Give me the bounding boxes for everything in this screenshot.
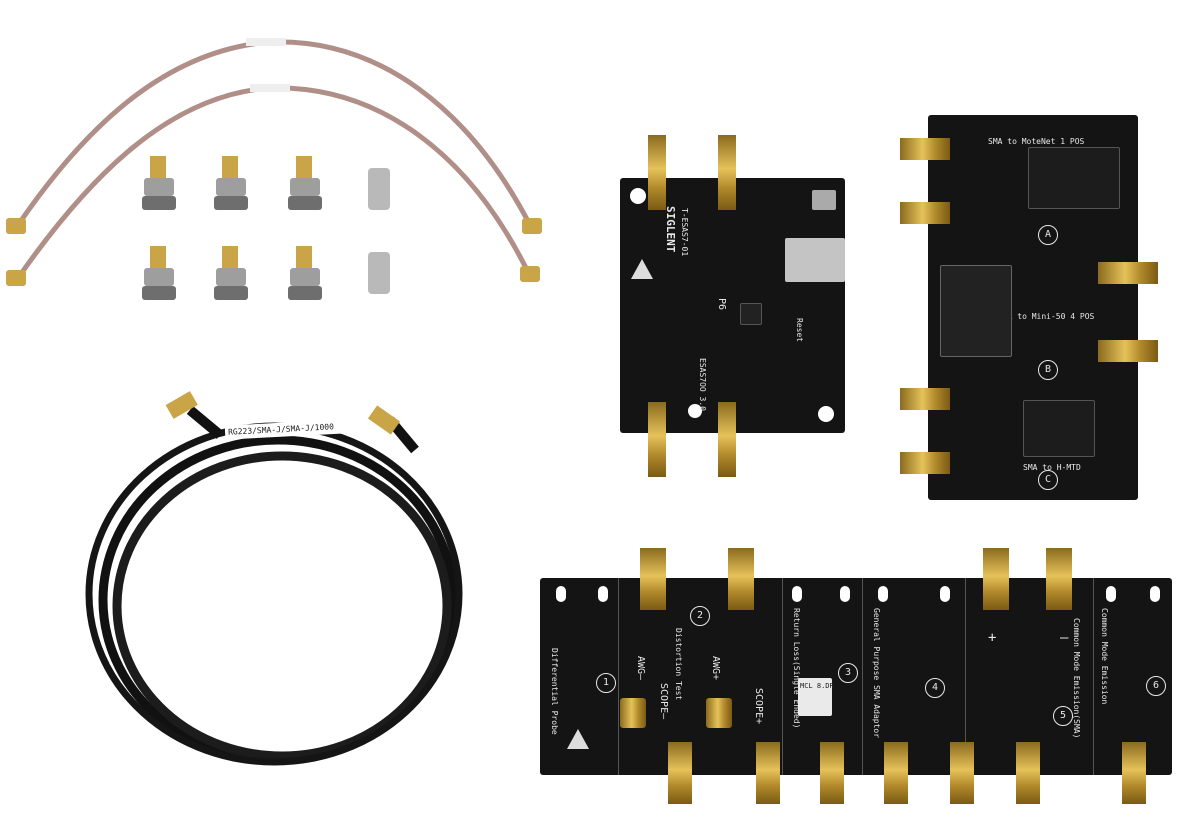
sma-bottom-3 — [820, 742, 844, 804]
sma-awg-minus — [620, 698, 646, 728]
plus-marker: + — [988, 630, 997, 646]
bnc-adapters-icon — [142, 156, 390, 300]
scope-plus-label: SCOPE+ — [753, 688, 764, 725]
label-mini50: SMA to Mini-50 4 POS — [998, 312, 1095, 321]
brand-label: SIGLENT — [664, 206, 677, 253]
sma-connector-top-2 — [718, 135, 736, 210]
reset-label: Reset — [795, 318, 804, 343]
sma-a-1 — [900, 138, 950, 160]
sma-bottom-5 — [950, 742, 974, 804]
label-motenet: SMA to MoteNet 1 POS — [988, 137, 1085, 146]
part-label: MCL 8.DR — [800, 682, 834, 690]
sma-connector-top-1 — [648, 135, 666, 210]
transformer-chip — [798, 678, 832, 716]
sma-awg-plus — [706, 698, 732, 728]
sma-bottom-top-2 — [728, 548, 754, 610]
board-symbol: P6 — [716, 298, 727, 311]
section-1-label: Differential Probe — [550, 648, 559, 735]
part-label: ESAS7OO 3.0 — [698, 358, 707, 411]
section-3-num: 3 — [838, 663, 858, 683]
warning-triangle-icon — [631, 259, 653, 279]
sma-bottom-top-1 — [640, 548, 666, 610]
section-5-label: Common Mode Emission(SMA) — [1072, 618, 1081, 739]
black-coax-cable-coil — [85, 391, 463, 766]
section-1-num: 1 — [596, 673, 616, 693]
sma-bottom-2 — [756, 742, 780, 804]
sma-bottom-7 — [1122, 742, 1146, 804]
sma-connector-bottom-1 — [648, 402, 666, 477]
sma-adapter-board: SMA to MoteNet 1 POS SMA to Mini-50 4 PO… — [928, 115, 1138, 500]
sma-connector-bottom-2 — [718, 402, 736, 477]
thin-coax-cables — [6, 38, 542, 286]
sma-bottom-6 — [1016, 742, 1040, 804]
scope-minus-label: SCOPE— — [658, 683, 669, 720]
sma-a-2 — [900, 202, 950, 224]
awg-minus-label: AWG— — [635, 656, 646, 681]
sma-bottom-top-3 — [983, 548, 1009, 610]
model-label: T-ESAS7-01 — [680, 208, 689, 257]
section-3-label: Return Loss(Single Ended) — [792, 608, 801, 729]
section-c: C — [1038, 470, 1058, 490]
sma-bottom-1 — [668, 742, 692, 804]
section-2-label: Distortion Test — [674, 628, 683, 701]
usb-c-connector — [812, 190, 836, 210]
sma-b-2 — [1098, 340, 1158, 362]
section-b: B — [1038, 360, 1058, 380]
usb-b-connector — [785, 238, 845, 282]
section-4-num: 4 — [925, 678, 945, 698]
sma-bottom-top-4 — [1046, 548, 1072, 610]
awg-plus-label: AWG+ — [710, 656, 721, 681]
section-6-label: Common Mode Emission — [1100, 608, 1109, 705]
section-4-label: General Purpose SMA Adaptor — [872, 608, 881, 739]
warning-triangle-icon — [567, 729, 589, 749]
test-fixture-board: 1 Differential Probe 2 Distortion Test 3… — [540, 578, 1172, 775]
section-a: A — [1038, 225, 1058, 245]
section-5-num: 5 — [1053, 706, 1073, 726]
sma-b-1 — [1098, 262, 1158, 284]
section-6-num: 6 — [1146, 676, 1166, 696]
siglent-main-board: SIGLENT T-ESAS7-01 ESAS7OO 3.0 P6 Reset — [620, 178, 845, 433]
sma-bottom-4 — [884, 742, 908, 804]
sma-c-1 — [900, 388, 950, 410]
label-hmtd: SMA to H-MTD — [1023, 463, 1081, 472]
minus-marker: — — [1060, 630, 1069, 646]
sma-c-2 — [900, 452, 950, 474]
section-2-num: 2 — [690, 606, 710, 626]
